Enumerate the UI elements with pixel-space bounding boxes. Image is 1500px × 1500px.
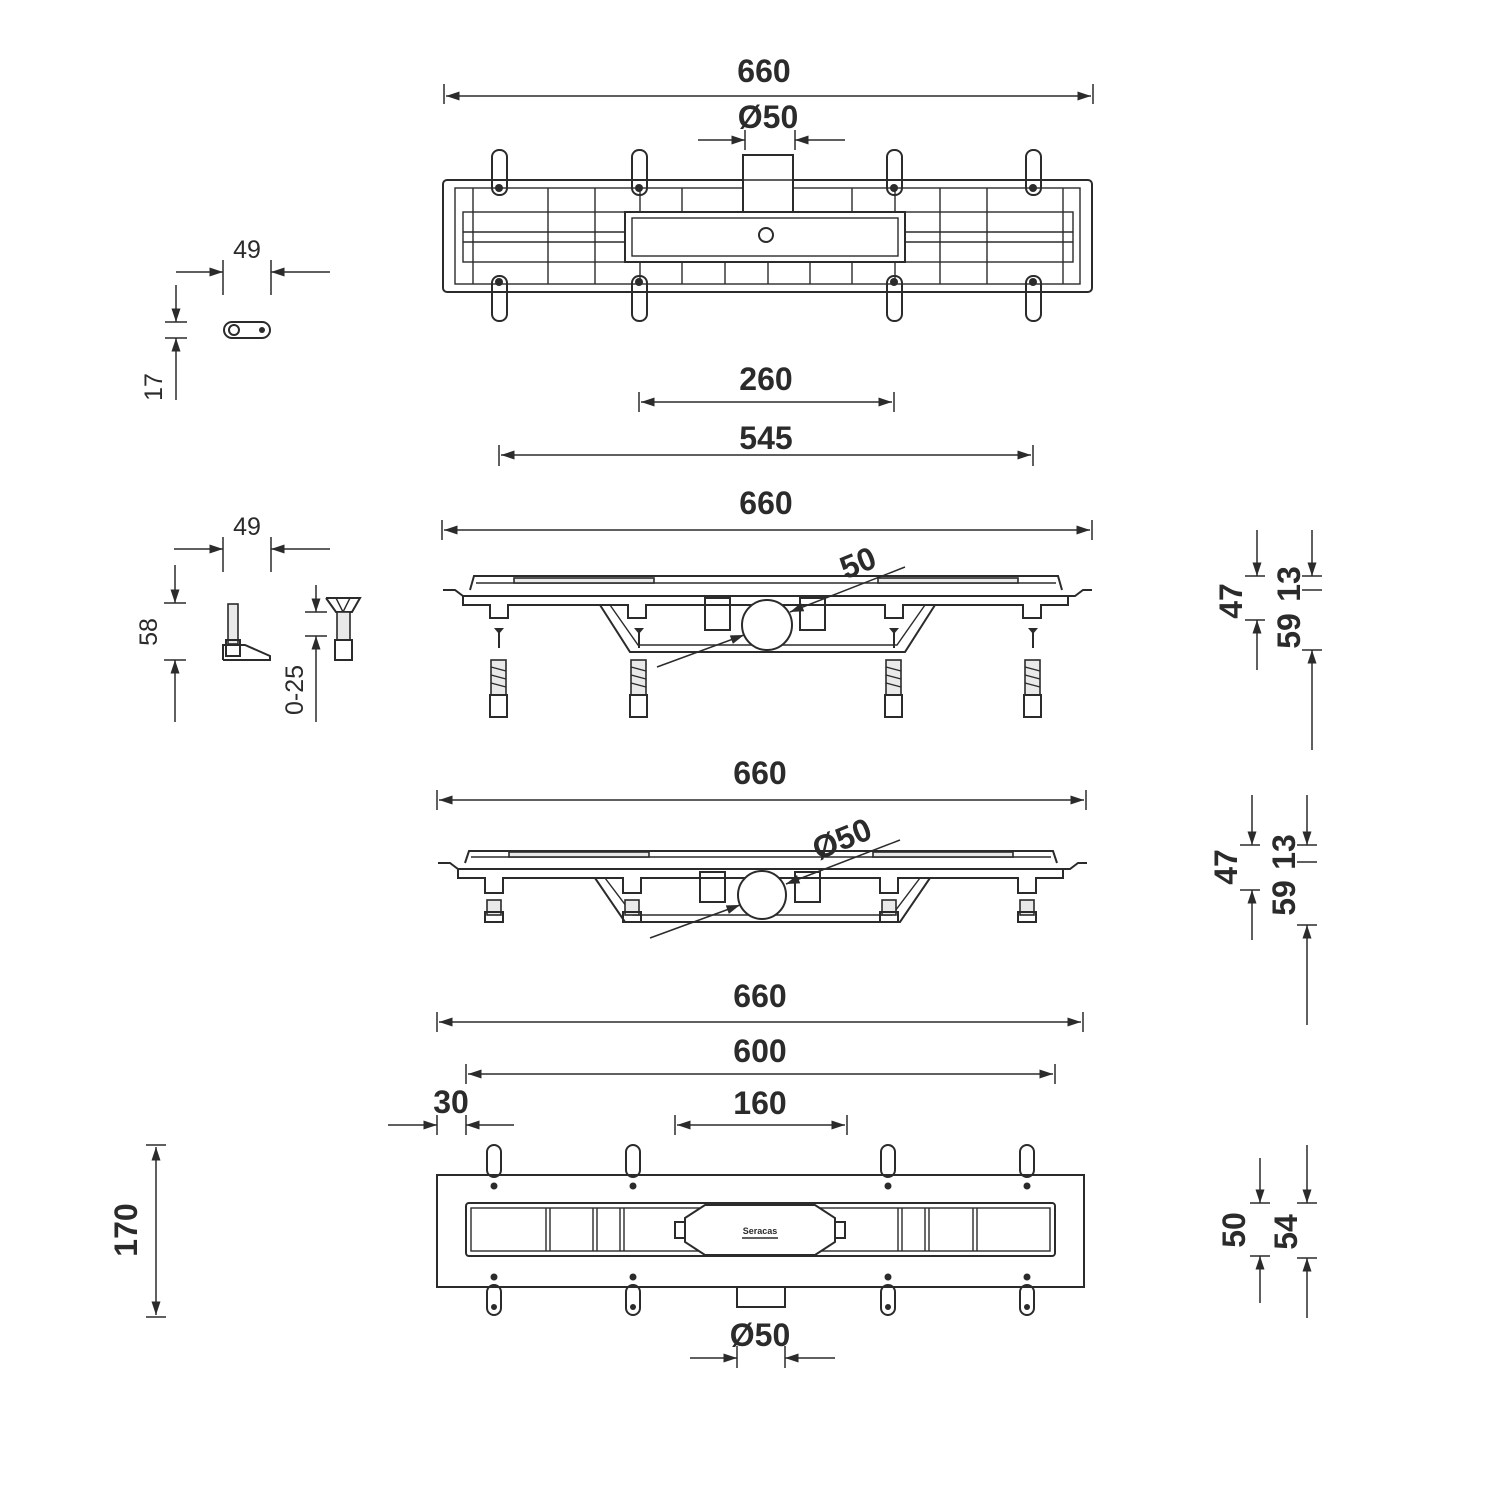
feet-spacing-dimension: 260 — [638, 361, 895, 412]
top-length-label: 660 — [737, 53, 790, 89]
feet-span-dimension: 545 — [498, 420, 1034, 466]
top-outlet-label: Ø50 — [738, 99, 798, 135]
plan-height-54: 54 — [1268, 1214, 1304, 1250]
side1-drain-body: 50 — [443, 539, 1092, 668]
plan-length-dimension: 660 — [436, 978, 1084, 1032]
foot-height-label: 58 — [135, 618, 163, 646]
plan-height-50: 50 — [1216, 1212, 1252, 1248]
top-view: 660 Ø50 — [442, 53, 1094, 322]
plan-length-label: 660 — [733, 978, 786, 1014]
plan-outlet-label: Ø50 — [730, 1317, 790, 1353]
plan-width-dimension: 170 — [108, 1144, 166, 1318]
bracket-detail-top: 49 17 — [140, 236, 330, 401]
top-brackets — [491, 149, 1042, 322]
feet-span-label: 545 — [739, 420, 792, 456]
side1-height-47: 47 — [1213, 583, 1249, 619]
plan-edge-label: 30 — [433, 1084, 469, 1120]
side1-height-13: 13 — [1271, 566, 1307, 602]
plan-brackets — [486, 1144, 1035, 1316]
foot-detail: 49 58 0-25 — [135, 513, 362, 722]
top-drain-body — [442, 154, 1093, 293]
plan-center-dimension: 160 — [674, 1085, 848, 1135]
plan-outlet-dimension: Ø50 — [690, 1317, 835, 1368]
side2-length-label: 660 — [733, 755, 786, 791]
side1-length-dimension: 660 — [441, 485, 1093, 540]
plan-edge-dimension: 30 — [388, 1084, 514, 1135]
plan-height-dimensions: 50 54 — [1216, 1145, 1317, 1318]
side2-outlet-label: Ø50 — [807, 811, 877, 867]
side1-feet — [489, 628, 1042, 718]
bracket-width-label: 49 — [233, 236, 261, 264]
brand-logo: Seracas — [743, 1226, 778, 1236]
top-length-dimension: 660 — [443, 53, 1094, 104]
plan-width-label: 170 — [108, 1203, 144, 1256]
plan-view: 660 600 30 160 — [108, 978, 1317, 1368]
side-view-compact: 660 Ø50 — [436, 755, 1317, 1025]
bracket-height-label: 17 — [140, 373, 168, 401]
plan-inner-length-dimension: 600 — [465, 1033, 1056, 1084]
side1-length-label: 660 — [739, 485, 792, 521]
side2-height-47: 47 — [1208, 849, 1244, 885]
top-outlet-dimension: Ø50 — [698, 99, 845, 150]
foot-width-label: 49 — [233, 513, 261, 541]
foot-adjust-label: 0-25 — [281, 665, 309, 715]
side2-height-59: 59 — [1266, 880, 1302, 916]
plan-inner-length-label: 600 — [733, 1033, 786, 1069]
plan-center-label: 160 — [733, 1085, 786, 1121]
side2-length-dimension: 660 — [436, 755, 1087, 810]
side2-height-13: 13 — [1266, 834, 1302, 870]
side2-height-dimensions: 47 59 13 — [1208, 795, 1317, 1025]
feet-spacing-label: 260 — [739, 361, 792, 397]
side2-drain-body: Ø50 — [438, 811, 1087, 939]
side-view-with-feet: 260 545 660 — [441, 361, 1322, 750]
side1-height-dimensions: 47 59 13 — [1213, 530, 1322, 750]
plan-drain-body: Seracas — [436, 1174, 1085, 1308]
side1-height-59: 59 — [1271, 613, 1307, 649]
